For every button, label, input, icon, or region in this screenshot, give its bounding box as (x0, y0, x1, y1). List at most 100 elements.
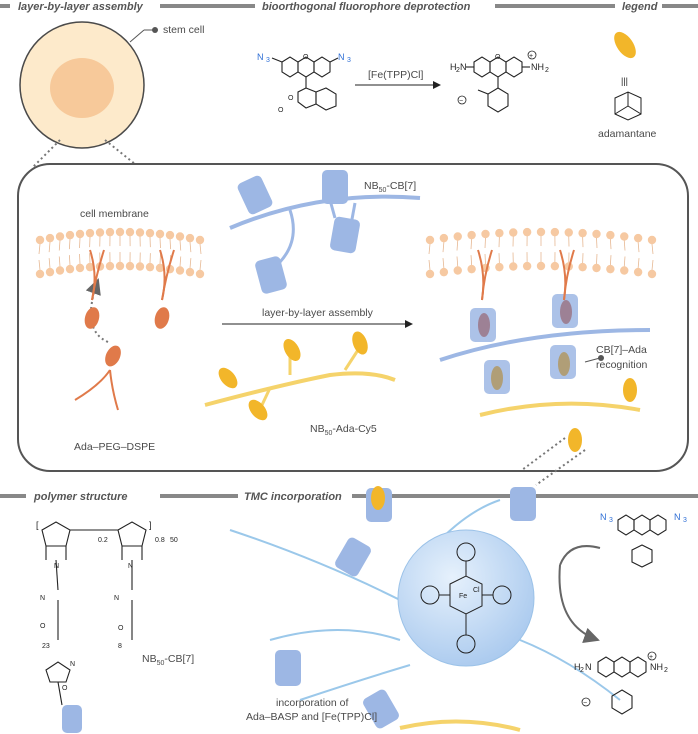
cb7-cylinder (62, 705, 82, 733)
lipid-head (439, 233, 449, 243)
lipid-tail (456, 240, 459, 251)
dspe-chain (91, 249, 105, 301)
lipid-tail (79, 237, 81, 249)
lipid-tail (199, 243, 202, 255)
cl-label: Cl (473, 587, 480, 594)
lipid-tail (609, 255, 612, 266)
cb7-cylinder (237, 175, 273, 215)
ada-peg-dspe-label: Ada–PEG–DSPE (74, 441, 155, 453)
n3-bottom-left-sub: 3 (609, 517, 613, 524)
amide-hn-2: N (114, 595, 119, 602)
lipid-head (185, 267, 195, 277)
ada-anchor (154, 307, 170, 329)
legend-equiv: ||| (621, 76, 628, 86)
lipid-tail (79, 253, 81, 265)
lipid-tail (68, 255, 71, 266)
lipid-tail (456, 256, 459, 267)
header-bar-bottom: polymer structure TMC incorporation (0, 491, 698, 503)
carbonyl-o-1: O (278, 107, 284, 114)
n3-bottom-left: N (600, 512, 607, 522)
n3-left-sub: 3 (266, 57, 270, 64)
lipid-tail (189, 242, 192, 253)
product-nh2-right: NH (531, 62, 544, 72)
lipid-tail (596, 237, 598, 249)
svg-text:N: N (257, 52, 264, 62)
sub-8: 8 (118, 643, 122, 650)
lipid-head (125, 227, 135, 237)
lipid-tail (637, 258, 640, 269)
lipid-head (65, 264, 75, 274)
xanthene-o-1: O (303, 54, 309, 61)
cb7-cylinder (255, 256, 287, 294)
lipid-tail (428, 243, 431, 255)
nb-ada-label: NB50-Ada-Cy5 (310, 423, 377, 437)
header-polymer: polymer structure (33, 491, 128, 503)
lipid-tail (38, 259, 41, 271)
lipid-head (75, 263, 85, 273)
lipid-head (85, 228, 95, 238)
product-plus: + (529, 53, 533, 60)
lipid-head (75, 229, 85, 239)
lipid-tail (428, 259, 431, 271)
lipid-head (536, 261, 546, 271)
lipid-tail (48, 258, 51, 269)
lipid-head (45, 267, 55, 277)
ada-unit (218, 367, 238, 389)
product-minus: − (459, 98, 463, 105)
stem-cell: stem cell (19, 21, 204, 169)
cell-membrane-label: cell membrane (80, 208, 149, 220)
dspe-chain (563, 249, 575, 301)
bottom-h2n-n: N (585, 662, 592, 672)
lipid-head (564, 228, 573, 237)
lipid-head (425, 235, 435, 245)
lipid-tail (484, 253, 486, 265)
n3-bottom-right-sub: 3 (683, 517, 687, 524)
lipid-head (467, 264, 476, 274)
lipid-tail (609, 239, 612, 250)
product-h2n-left-n: N (460, 62, 467, 72)
lipid-head (439, 267, 449, 277)
lipid-head (633, 233, 643, 243)
lipid-head (195, 235, 205, 245)
lipid-tail (651, 259, 654, 271)
lipid-head (453, 232, 462, 241)
lipid-head (550, 261, 560, 271)
lipid-tail (169, 239, 172, 250)
ada-anchor (84, 307, 100, 329)
lipid-head (647, 269, 657, 279)
ada-ellipses (218, 331, 385, 510)
header-tmc: TMC incorporation (244, 491, 342, 503)
ada-unit (283, 339, 301, 361)
fe-label: Fe (459, 593, 467, 600)
product-h2n-left-sub: 2 (456, 67, 460, 74)
ether-o: O (118, 625, 124, 632)
product-h2n-left: H (450, 62, 457, 72)
lipid-head (165, 230, 175, 240)
bottom-h2n: H (574, 662, 581, 672)
lipid-head (536, 227, 546, 237)
lipid-head (185, 233, 195, 243)
bottom-nh2-sub: 2 (664, 667, 668, 674)
dspe-chain (161, 249, 175, 301)
lipid-tail (442, 258, 445, 269)
cb7-cylinder (330, 216, 360, 254)
lipid-head (115, 261, 125, 271)
adamantane-icon (614, 91, 642, 121)
lipid-head (115, 227, 125, 237)
nb-cb7-label: NB50-CB[7] (364, 180, 416, 194)
lipid-tail (48, 242, 51, 253)
caged-dye-bottom (617, 514, 667, 568)
lipid-head (175, 266, 185, 275)
lipid-head (145, 262, 155, 272)
polymer-structure (41, 521, 147, 706)
polymer-bracket-left: [ (36, 520, 39, 530)
adamantane-label: adamantane (598, 128, 657, 140)
orange-anchors (84, 249, 575, 329)
dspe-chain (481, 249, 493, 301)
sub-50: 50 (170, 537, 178, 544)
lipid-head (467, 230, 476, 240)
lipid-head (592, 229, 601, 239)
product-nh2-right-sub: 2 (545, 67, 549, 74)
cb7-cylinder (322, 170, 348, 204)
